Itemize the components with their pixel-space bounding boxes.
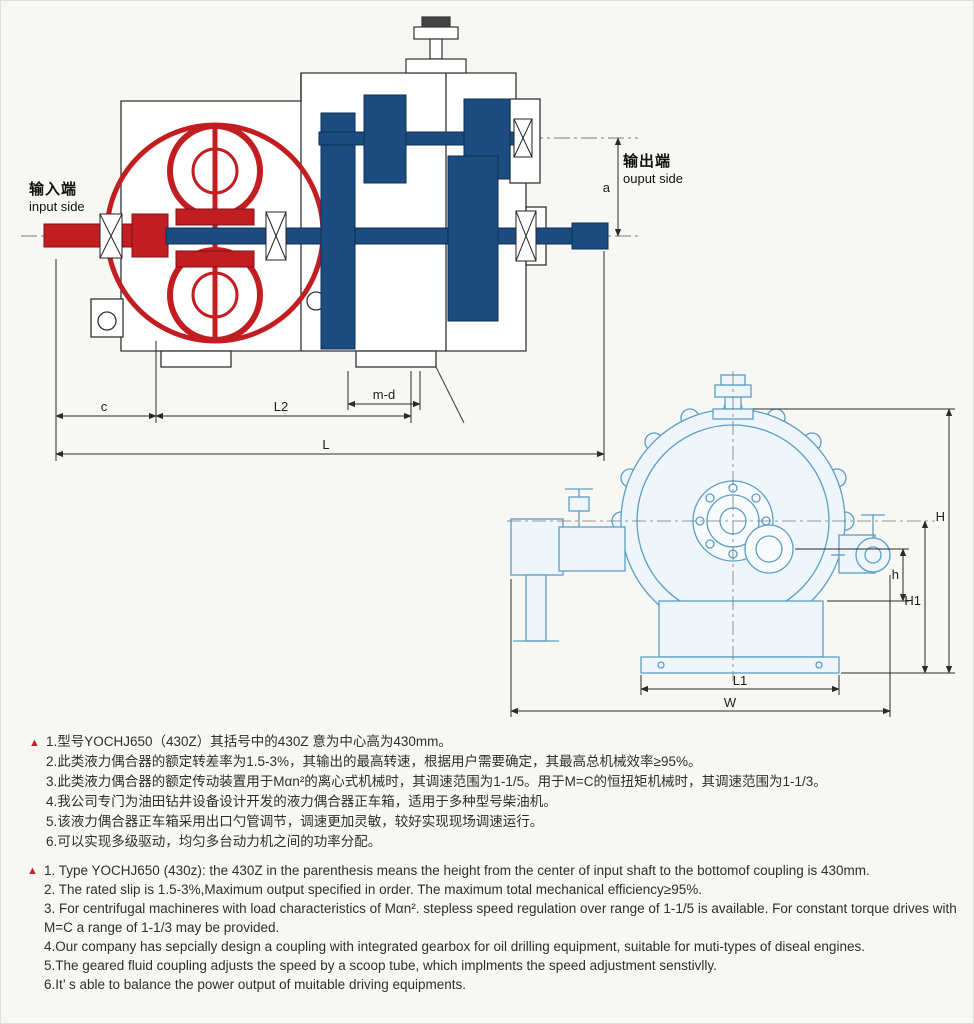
note-en-2: 2. The rated slip is 1.5-3%,Maximum outp… xyxy=(27,880,967,899)
dim-label-h1: H1 xyxy=(904,593,921,608)
note-en-4-text: 4.Our company has sepcially design a cou… xyxy=(44,939,865,954)
triangle-marker-cn: ▲ xyxy=(29,737,40,749)
note-en-3-text: 3. For centrifugal machineres with load … xyxy=(44,901,957,935)
output-gear xyxy=(447,155,499,322)
dim-label-w: W xyxy=(724,695,737,710)
note-en-6: 6.It’ s able to balance the power output… xyxy=(27,975,967,994)
dimension-lines-top xyxy=(55,137,622,461)
note-cn-4-text: 4.我公司专门为油田钻井设备设计开发的液力偶合器正车箱，适用于多种型号柴油机。 xyxy=(46,794,557,809)
dim-label-l2: L2 xyxy=(274,399,288,414)
note-cn-3-text: 3.此类液力偶合器的额定传动装置用于Mαn²的离心式机械时，其调速范围为1-1/… xyxy=(46,774,827,789)
coupling-end-view-drawing: H h H1 L1 W xyxy=(507,371,955,717)
scoop-tube-port xyxy=(744,524,794,574)
coupling-cross-section-drawing: a c L2 m-d L xyxy=(21,16,638,461)
output-side-label: 输出端 ouput side xyxy=(623,153,683,187)
input-side-label-en: input side xyxy=(29,199,85,214)
end-view-body xyxy=(510,374,891,674)
note-cn-5: 5.该液力偶合器正车箱采用出口勺管调节，调速更加灵敏，较好实现现场调速运行。 xyxy=(29,812,969,832)
note-en-4: 4.Our company has sepcially design a cou… xyxy=(27,937,967,956)
note-en-3: 3. For centrifugal machineres with load … xyxy=(27,899,967,937)
end-view-center-lines xyxy=(507,371,935,681)
triangle-marker-en: ▲ xyxy=(27,865,38,877)
main-gear xyxy=(320,112,356,350)
dim-label-l1: L1 xyxy=(733,673,747,688)
note-cn-4: 4.我公司专门为油田钻井设备设计开发的液力偶合器正车箱，适用于多种型号柴油机。 xyxy=(29,792,969,812)
note-cn-1: ▲ 1.型号YOCHJ650（430Z）其括号中的430Z 意为中心高为430m… xyxy=(29,732,969,752)
dimension-lines-end xyxy=(510,408,955,717)
output-side-label-cn: 输出端 xyxy=(623,153,672,170)
note-en-1-text: 1. Type YOCHJ650 (430z): the 430Z in the… xyxy=(44,863,870,878)
dim-label-md: m-d xyxy=(373,387,395,402)
note-cn-5-text: 5.该液力偶合器正车箱采用出口勺管调节，调速更加灵敏，较好实现现场调速运行。 xyxy=(46,814,544,829)
notes-chinese: ▲ 1.型号YOCHJ650（430Z）其括号中的430Z 意为中心高为430m… xyxy=(29,732,969,852)
input-side-label: 输入端 input side xyxy=(29,181,85,215)
note-cn-6: 6.可以实现多级驱动，均匀多台动力机之间的功率分配。 xyxy=(29,832,969,852)
dimension-labels-top: a c L2 m-d L xyxy=(101,180,611,452)
note-en-5-text: 5.The geared fluid coupling adjusts the … xyxy=(44,958,717,973)
input-side-label-cn: 输入端 xyxy=(29,181,78,198)
dimension-labels-end: H h H1 L1 W xyxy=(724,509,945,710)
bearings xyxy=(99,118,537,262)
note-en-1: ▲ 1. Type YOCHJ650 (430z): the 430Z in t… xyxy=(27,861,967,880)
output-side-label-en: ouput side xyxy=(623,171,683,186)
scoop-control-box xyxy=(510,518,564,576)
notes-english: ▲ 1. Type YOCHJ650 (430z): the 430Z in t… xyxy=(27,861,967,994)
note-en-5: 5.The geared fluid coupling adjusts the … xyxy=(27,956,967,975)
breather-valve-icon xyxy=(405,16,467,74)
note-cn-2: 2.此类液力偶合器的额定转差率为1.5-3%，其输出的最高转速，根据用户需要确定… xyxy=(29,752,969,772)
note-cn-6-text: 6.可以实现多级驱动，均匀多台动力机之间的功率分配。 xyxy=(46,834,382,849)
dim-label-h-small: h xyxy=(892,567,899,582)
upper-gear-1 xyxy=(363,94,407,184)
note-en-2-text: 2. The rated slip is 1.5-3%,Maximum outp… xyxy=(44,882,702,897)
pedestal xyxy=(658,600,824,658)
note-cn-1-text: 1.型号YOCHJ650（430Z）其括号中的430Z 意为中心高为430mm。 xyxy=(46,734,452,749)
base-plate xyxy=(640,656,840,674)
dim-label-a: a xyxy=(603,180,611,195)
dim-label-h-total: H xyxy=(936,509,945,524)
dim-label-l: L xyxy=(322,437,329,452)
fluid-coupling-hub xyxy=(175,208,255,268)
note-en-6-text: 6.It’ s able to balance the power output… xyxy=(44,977,467,992)
note-cn-2-text: 2.此类液力偶合器的额定转差率为1.5-3%，其输出的最高转速，根据用户需要确定… xyxy=(46,754,702,769)
fluid-coupling xyxy=(104,122,326,344)
note-cn-3: 3.此类液力偶合器的额定传动装置用于Mαn²的离心式机械时，其调速范围为1-1/… xyxy=(29,772,969,792)
output-shaft-end xyxy=(571,222,609,250)
dim-label-c: c xyxy=(101,399,108,414)
